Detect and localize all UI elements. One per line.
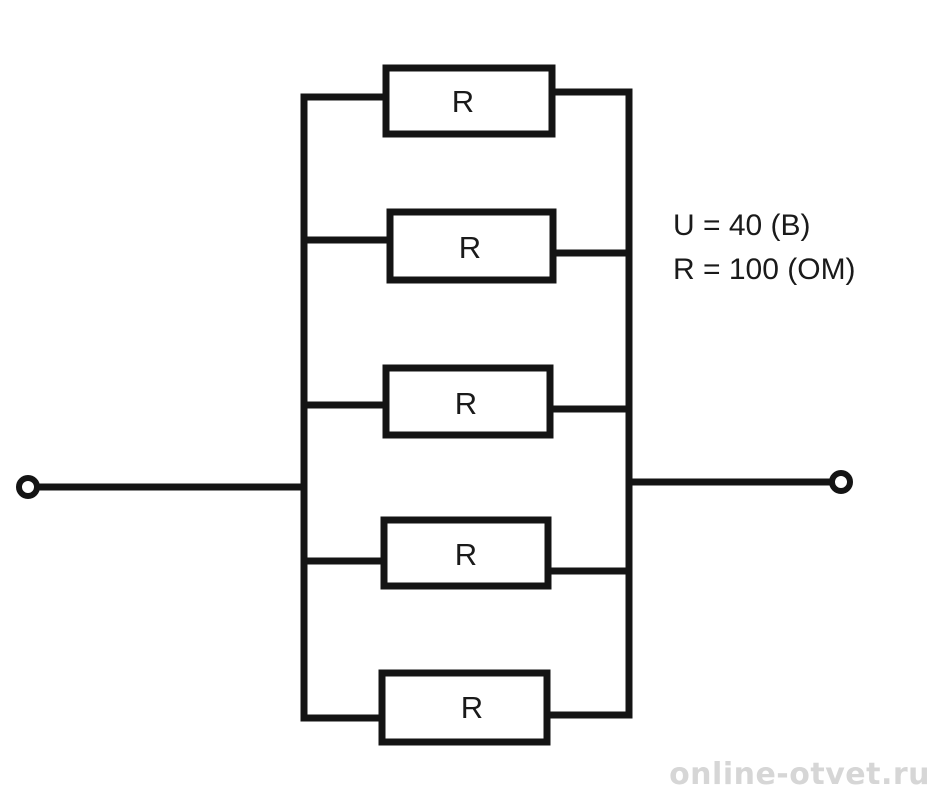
input-terminal: [16, 475, 40, 499]
resistor-1-label: R: [452, 84, 474, 119]
resistor-3: [382, 364, 554, 439]
resistor-1: [382, 64, 556, 138]
resistor-4: [380, 516, 552, 590]
output-terminal: [829, 470, 853, 494]
resistor-5-label: R: [461, 690, 483, 725]
resistor-5: [378, 669, 551, 746]
voltage-value: U = 40 (B): [673, 209, 811, 242]
branch-4: R: [300, 516, 633, 590]
branch-3: R: [300, 364, 633, 439]
resistance-value: R = 100 (OM): [673, 253, 856, 286]
resistor-2-label: R: [459, 230, 481, 265]
resistor-2: [386, 208, 557, 284]
branch-5: R: [300, 669, 633, 746]
watermark-text: online-otvet.ru: [669, 757, 930, 792]
resistor-3-label: R: [455, 386, 477, 421]
branch-1: R: [300, 64, 633, 138]
branch-2: R: [300, 208, 633, 284]
resistor-4-label: R: [455, 537, 477, 572]
